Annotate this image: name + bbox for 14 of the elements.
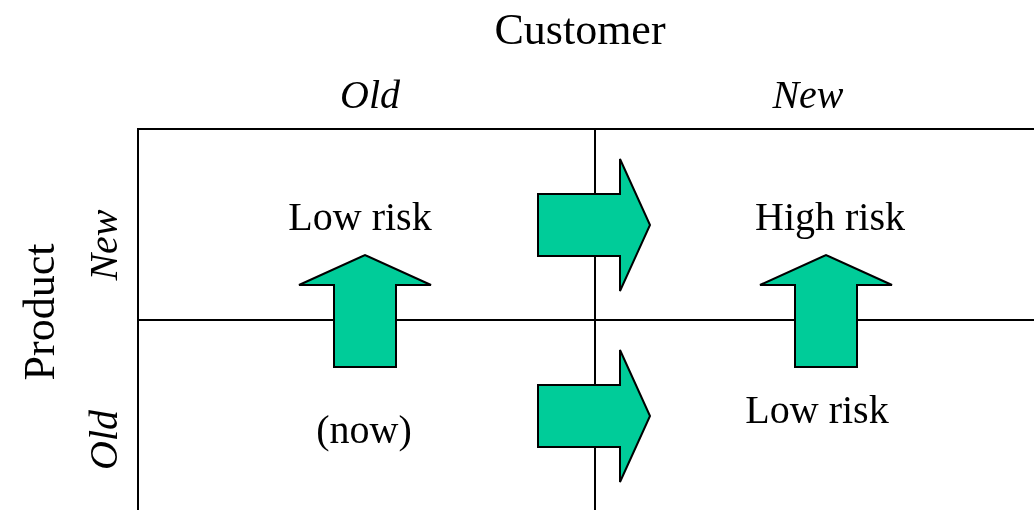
block-arrow bbox=[759, 253, 893, 368]
cell-text: (now) bbox=[316, 410, 412, 450]
row-axis-label: Product bbox=[18, 243, 62, 381]
block-arrow bbox=[537, 158, 652, 292]
column-axis-label: Old bbox=[340, 75, 400, 115]
block-arrow bbox=[298, 253, 432, 368]
row-axis-label: Old bbox=[84, 410, 124, 470]
column-axis-label: New bbox=[772, 75, 844, 115]
row-axis-label: New bbox=[84, 209, 124, 281]
block-arrow bbox=[537, 349, 652, 483]
cell-text: High risk bbox=[755, 197, 905, 237]
column-axis-label: Customer bbox=[494, 8, 666, 52]
cell-text: Low risk bbox=[288, 197, 432, 237]
cell-text: Low risk bbox=[745, 390, 889, 430]
